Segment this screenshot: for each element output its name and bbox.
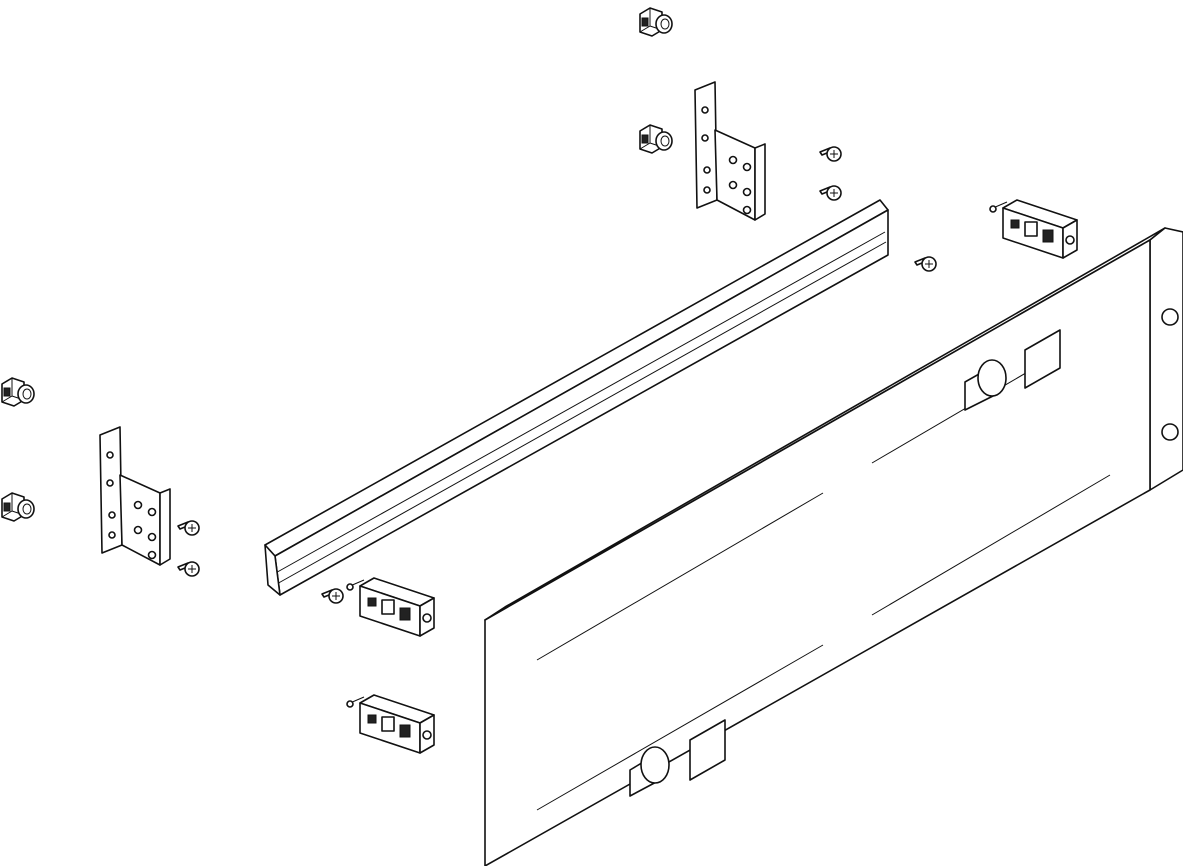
front-panel bbox=[484, 227, 1183, 866]
hinge-block bbox=[346, 694, 435, 754]
screw bbox=[819, 146, 842, 162]
cage-clip bbox=[639, 124, 673, 154]
mounting-rail bbox=[264, 199, 889, 596]
mounting-bracket-left bbox=[99, 426, 171, 566]
screw bbox=[914, 256, 937, 272]
panel-screw bbox=[1161, 423, 1179, 441]
hinge-block bbox=[346, 577, 435, 637]
screw bbox=[321, 588, 344, 604]
screw bbox=[177, 520, 200, 536]
cage-clip bbox=[1, 492, 35, 522]
cage-clip bbox=[1, 377, 35, 407]
panel-screw bbox=[1161, 308, 1179, 326]
hinge-block bbox=[989, 199, 1078, 259]
screw bbox=[819, 185, 842, 201]
cage-clip bbox=[639, 7, 673, 37]
mounting-bracket-right bbox=[694, 81, 766, 221]
screw bbox=[177, 561, 200, 577]
